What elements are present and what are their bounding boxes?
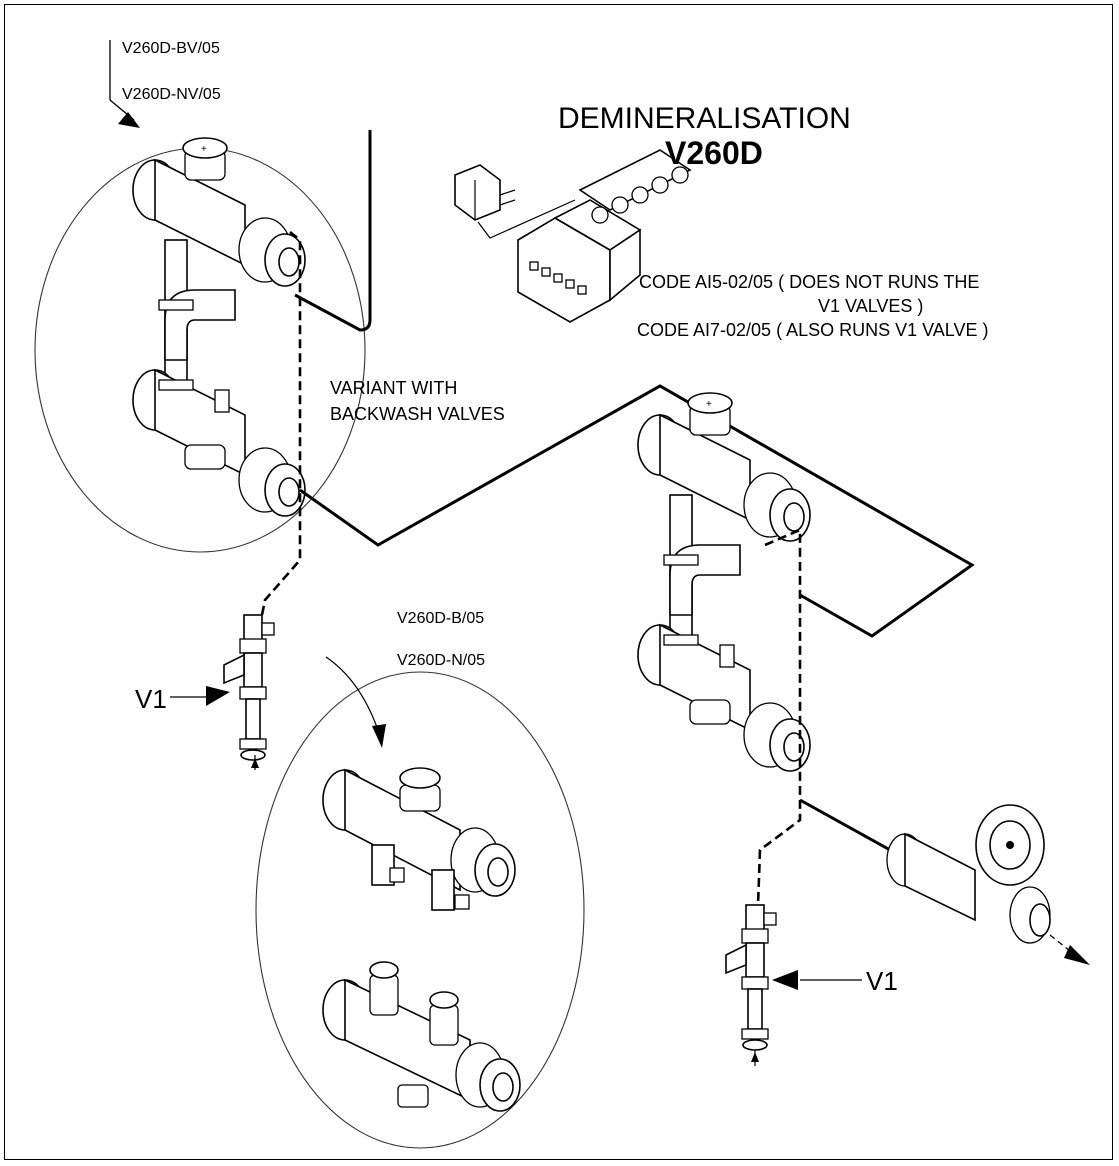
pointer-arrow-icon	[170, 686, 230, 706]
backwash-variant-valve-body	[132, 137, 306, 517]
strainer-cable	[799, 798, 891, 852]
pointer-arrow-icon	[772, 970, 862, 990]
v1-label-right: V1	[866, 966, 898, 996]
main-valve-body	[637, 392, 811, 772]
control-cable	[294, 130, 372, 332]
controller-code-1-continuation: V1 VALVES )	[818, 296, 923, 316]
standard-variant-lower-valve	[322, 961, 521, 1112]
standard-variant-code-1: V260D-B/05	[397, 610, 484, 627]
diagram-model: V260D	[665, 135, 763, 171]
backwash-variant-code-2: V260D-NV/05	[122, 86, 221, 103]
main-cable	[299, 384, 975, 638]
controller-unit-icon	[517, 149, 692, 323]
standard-variant-upper-valve	[322, 767, 516, 911]
backwash-variant-label-2: BACKWASH VALVES	[330, 404, 505, 424]
diagram-title: DEMINERALISATION	[558, 102, 851, 135]
strainer-filter-icon	[886, 804, 1051, 944]
v1-valve-right	[725, 904, 777, 1051]
standard-variant-outline	[255, 671, 585, 1149]
flow-arrow-icon	[251, 755, 259, 770]
v1-valve-left	[223, 614, 275, 761]
controller-code-1: CODE AI5-02/05 ( DOES NOT RUNS THE	[639, 272, 979, 292]
pointer-arrow-icon	[325, 656, 386, 748]
pointer-arrow-icon	[109, 40, 140, 128]
backwash-variant-code-1: V260D-BV/05	[122, 40, 220, 57]
power-adapter-icon	[454, 164, 576, 239]
dashed-pilot-line	[260, 230, 302, 616]
backwash-variant-label-1: VARIANT WITH	[330, 378, 457, 398]
flow-arrow-icon	[751, 1050, 759, 1066]
controller-code-2: CODE AI7-02/05 ( ALSO RUNS V1 VALVE )	[637, 320, 988, 340]
drawing-frame	[4, 4, 1113, 1160]
standard-variant-code-2: V260D-N/05	[397, 652, 485, 669]
dashed-pilot-line-right	[756, 528, 802, 906]
flow-arrow-icon	[1049, 934, 1090, 965]
v1-label-left: V1	[135, 684, 167, 714]
